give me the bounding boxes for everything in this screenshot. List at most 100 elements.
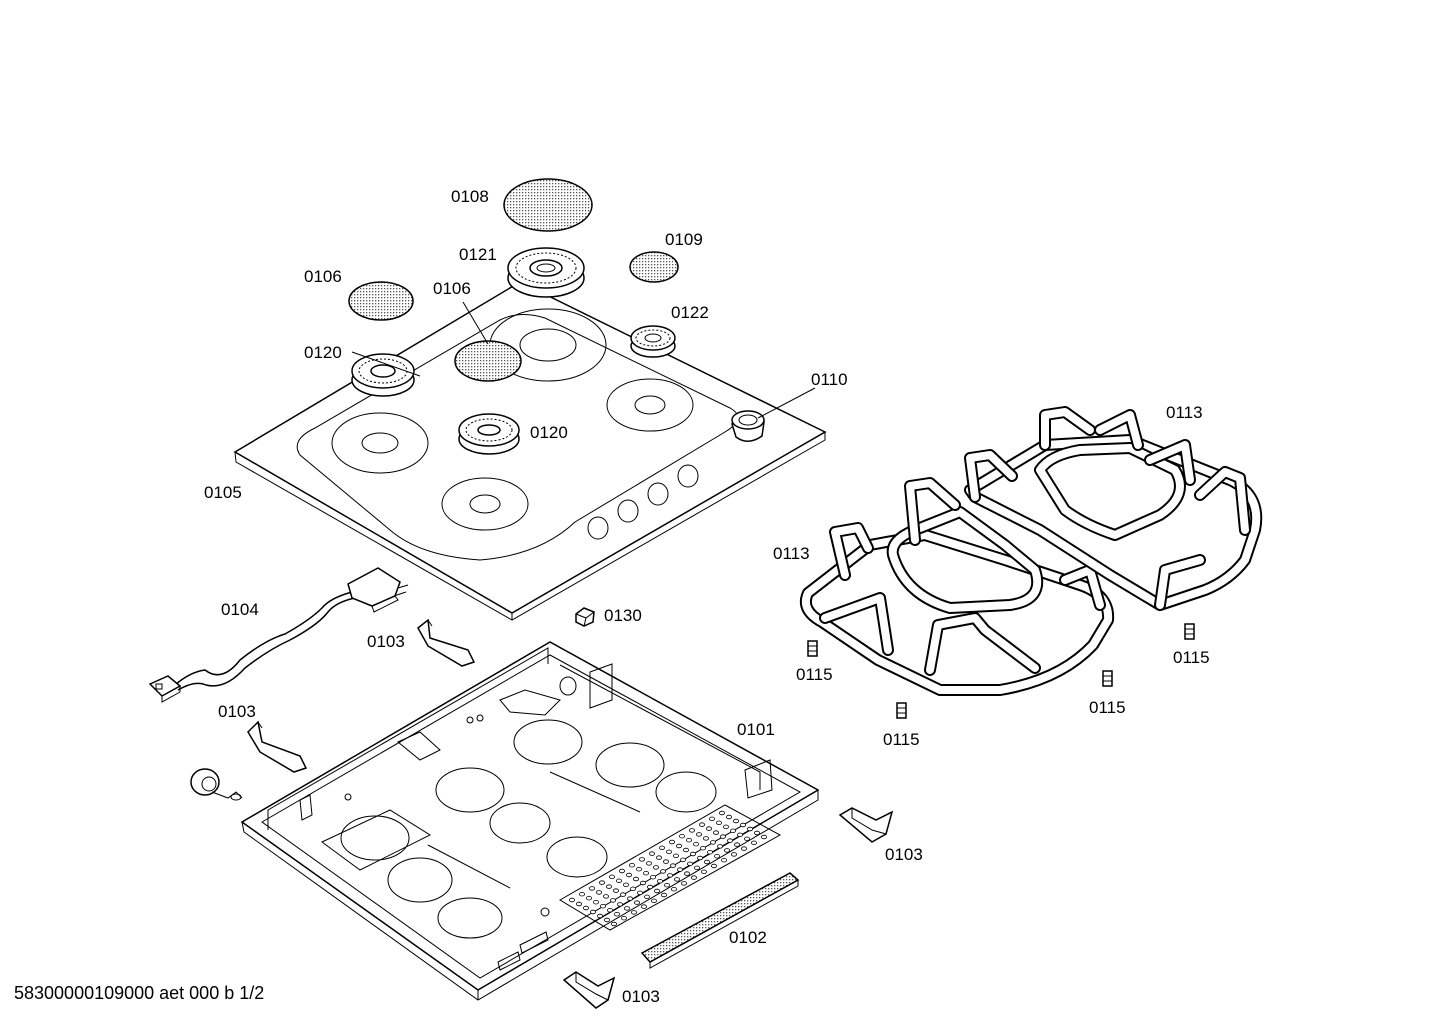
vent-hole xyxy=(723,824,730,829)
burner-0121 xyxy=(507,247,585,298)
label-0115-c: 0115 xyxy=(883,730,920,749)
rubber-foot-0115-c xyxy=(896,702,907,719)
vent-hole xyxy=(569,897,576,903)
vent-hole xyxy=(693,842,700,847)
vent-hole xyxy=(714,854,721,859)
vent-hole xyxy=(596,890,603,895)
burner-cap-0106-left xyxy=(348,281,414,321)
vent-hole xyxy=(730,828,737,833)
bracket-0103-a xyxy=(417,618,476,667)
burner-0122 xyxy=(630,325,676,358)
bottom-housing xyxy=(240,641,820,1001)
vent-hole xyxy=(636,867,643,872)
label-0103-a: 0103 xyxy=(367,632,405,651)
vent-hole xyxy=(664,883,671,888)
vent-hole xyxy=(620,892,627,897)
vent-hole xyxy=(656,855,663,860)
vent-hole xyxy=(666,849,673,854)
vent-hole xyxy=(659,845,666,850)
burner-cap-0109 xyxy=(629,251,679,283)
vent-hole xyxy=(669,839,676,845)
vent-hole xyxy=(610,898,617,903)
burner-0120-left xyxy=(351,353,415,397)
vent-hole xyxy=(630,886,637,891)
vent-hole xyxy=(617,902,624,907)
ignition-component xyxy=(190,768,243,801)
vent-hole xyxy=(626,872,633,878)
vent-hole xyxy=(613,888,620,893)
vent-hole xyxy=(660,869,667,874)
label-0103-c: 0103 xyxy=(885,845,923,864)
vent-hole xyxy=(706,826,713,831)
bracket-0103-b xyxy=(247,720,308,773)
vent-hole xyxy=(633,876,640,882)
vent-hole xyxy=(707,850,714,855)
vent-hole xyxy=(691,875,698,880)
vent-hole xyxy=(709,816,716,821)
label-0120-left: 0120 xyxy=(304,343,342,362)
vent-hole xyxy=(671,887,678,892)
label-0102: 0102 xyxy=(729,928,767,947)
clip-0103-c xyxy=(838,807,894,843)
power-cable xyxy=(148,567,409,703)
vent-hole xyxy=(650,875,657,880)
vent-hole xyxy=(663,859,670,864)
vent-hole xyxy=(621,916,628,921)
vent-hole xyxy=(603,894,610,899)
vent-hole xyxy=(679,834,686,839)
vent-hole xyxy=(629,863,636,868)
vent-hole xyxy=(734,842,741,847)
vent-hole xyxy=(721,858,728,863)
spacer-0130 xyxy=(575,607,595,627)
vent-grid xyxy=(569,810,768,927)
vent-hole xyxy=(701,869,708,874)
vent-hole xyxy=(717,844,724,849)
burner-cap-0108 xyxy=(503,178,593,232)
vent-hole xyxy=(737,832,744,837)
vent-hole xyxy=(624,906,631,911)
vent-hole xyxy=(586,896,593,901)
hob-top-plate xyxy=(233,281,827,621)
vent-hole xyxy=(676,843,683,849)
label-0122: 0122 xyxy=(671,303,709,322)
rubber-foot-0115-b xyxy=(1184,623,1195,640)
pan-support-front xyxy=(799,477,1115,696)
label-0130: 0130 xyxy=(604,606,642,625)
vent-hole xyxy=(649,851,656,856)
clip-0103-d xyxy=(562,971,616,1009)
label-0121: 0121 xyxy=(459,245,497,264)
label-0120-center: 0120 xyxy=(530,423,568,442)
rubber-foot-0115-a xyxy=(807,640,818,657)
vent-hole xyxy=(681,881,688,886)
vent-hole xyxy=(761,834,768,840)
vent-hole xyxy=(713,830,720,835)
vent-hole xyxy=(683,847,690,853)
vent-hole xyxy=(643,871,650,876)
rubber-foot-0115-d xyxy=(1102,670,1113,687)
vent-hole xyxy=(654,888,661,894)
label-0109: 0109 xyxy=(665,230,703,249)
vent-hole xyxy=(731,852,738,857)
vent-hole xyxy=(690,851,697,857)
label-0106-center: 0106 xyxy=(433,279,471,298)
vent-hole xyxy=(579,892,586,897)
vent-hole xyxy=(590,909,597,915)
vent-hole xyxy=(614,912,621,917)
label-0108: 0108 xyxy=(451,187,489,206)
vent-hole xyxy=(651,898,658,903)
vent-hole xyxy=(720,834,727,839)
burner-cap-0106-center xyxy=(454,340,522,382)
vent-hole xyxy=(744,836,751,841)
vent-hole xyxy=(686,838,693,843)
vent-hole xyxy=(576,901,583,907)
vent-hole xyxy=(600,904,607,909)
label-0104: 0104 xyxy=(221,600,259,619)
document-id-footer: 58300000109000 aet 000 b 1/2 xyxy=(14,983,265,1003)
vent-hole xyxy=(670,863,677,868)
vent-hole xyxy=(641,904,648,909)
vent-hole xyxy=(597,913,604,919)
vent-hole xyxy=(716,820,723,825)
vent-hole xyxy=(677,867,684,872)
label-0115-a: 0115 xyxy=(796,665,833,684)
vent-hole xyxy=(700,846,707,851)
